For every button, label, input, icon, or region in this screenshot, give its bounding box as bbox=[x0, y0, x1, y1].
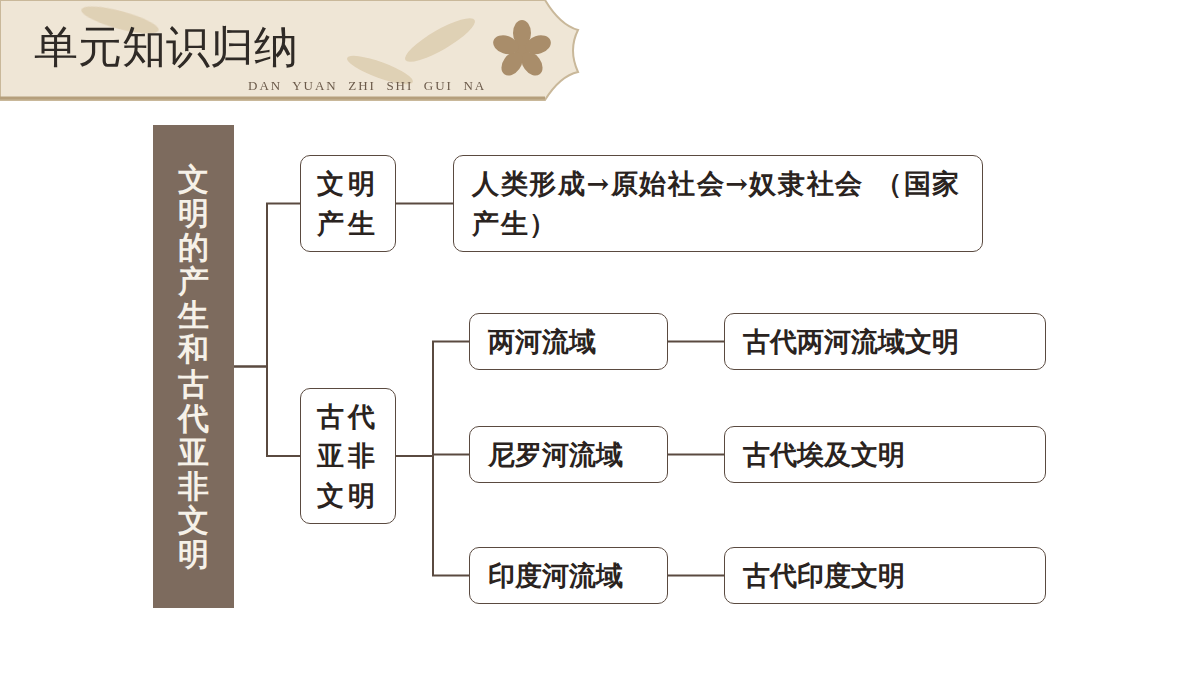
node-text: 文明产生 bbox=[317, 164, 379, 242]
topic-box: 古代亚非文明 bbox=[300, 388, 396, 524]
node-text: 文明的产生和古代亚非文明 bbox=[178, 162, 209, 571]
node-text: 尼罗河流域 bbox=[488, 437, 623, 473]
region-box: 两河流域 bbox=[469, 313, 668, 370]
region-box: 尼罗河流域 bbox=[469, 426, 668, 483]
content-box: 人类形成→原始社会→奴隶社会 （国家产生） bbox=[453, 155, 983, 252]
civilization-box: 古代两河流域文明 bbox=[724, 313, 1046, 370]
civilization-box: 古代印度文明 bbox=[724, 547, 1046, 604]
topic-box: 文明产生 bbox=[300, 155, 396, 252]
connector-line bbox=[234, 367, 300, 457]
root-band: 文明的产生和古代亚非文明 bbox=[153, 125, 234, 608]
connector-line bbox=[668, 454, 724, 456]
region-box: 印度河流域 bbox=[469, 547, 668, 604]
connector-line bbox=[668, 341, 724, 343]
node-text: 印度河流域 bbox=[488, 558, 623, 594]
page-title: 单元知识归纳 bbox=[34, 18, 298, 77]
connector-line bbox=[234, 204, 300, 367]
connector-line bbox=[668, 575, 724, 577]
node-text: 古代亚非文明 bbox=[317, 397, 379, 514]
node-text: 人类形成→原始社会→奴隶社会 （国家产生） bbox=[472, 164, 982, 242]
node-text: 古代印度文明 bbox=[743, 558, 905, 594]
node-text: 古代两河流域文明 bbox=[743, 324, 959, 360]
civilization-box: 古代埃及文明 bbox=[724, 426, 1046, 483]
node-text: 古代埃及文明 bbox=[743, 437, 905, 473]
connector-line bbox=[396, 456, 469, 576]
connector-line bbox=[396, 203, 453, 205]
node-text: 两河流域 bbox=[488, 324, 596, 360]
pinyin-label: DAN YUAN ZHI SHI GUI NA bbox=[248, 78, 486, 94]
connector-line bbox=[396, 342, 469, 457]
